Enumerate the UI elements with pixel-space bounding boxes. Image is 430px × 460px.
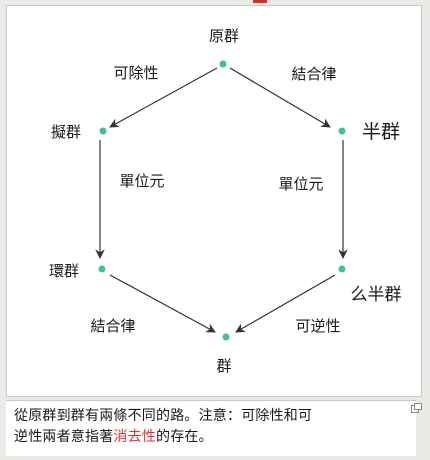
edge-label-associativity-top: 結合律: [291, 65, 336, 83]
arrow-loop-to-group: [109, 274, 216, 333]
node-dot-group: [222, 333, 230, 341]
caption-line-1: 從原群到群有兩條不同的路。注意：可除性和可: [14, 408, 313, 424]
node-label-quasigroup: 擬群: [51, 123, 81, 141]
node-label-monoid: 么半群: [351, 285, 402, 305]
edge-label-identity-left: 單位元: [119, 172, 164, 190]
expand-icon[interactable]: [411, 403, 422, 413]
node-dot-loop: [98, 265, 106, 273]
node-dot-original: [219, 60, 227, 68]
caption-text-after: 的存在。: [156, 429, 213, 445]
node-label-original: 原群: [209, 27, 239, 45]
edge-label-invertibility: 可逆性: [295, 317, 340, 335]
caption-line-2: 逆性兩者意指著消去性的存在。: [14, 427, 408, 448]
caption-highlight-cancellativity: 消去性: [113, 429, 157, 445]
edge-label-cancellation: 可除性: [113, 64, 158, 82]
top-accent-bar: [253, 0, 267, 3]
node-dot-monoid: [338, 265, 346, 273]
arrow-original-to-semigroup: [229, 67, 331, 128]
node-label-loop: 環群: [49, 262, 79, 280]
arrow-original-to-quasigroup: [109, 67, 218, 128]
group-hierarchy-diagram: 原群 擬群 半群 環群 么半群 群 可除性 結合律 單位元 單位元 結合律 可逆…: [49, 27, 402, 375]
node-label-group: 群: [216, 357, 231, 375]
edge-label-identity-right: 單位元: [278, 175, 323, 193]
caption-text-before: 逆性兩者意指著: [14, 429, 114, 445]
node-label-semigroup: 半群: [362, 121, 400, 143]
arrow-monoid-to-group: [235, 274, 336, 333]
diagram-caption: 從原群到群有兩條不同的路。注意：可除性和可 逆性兩者意指著消去性的存在。: [6, 400, 416, 456]
edge-label-associativity-bottom: 結合律: [90, 317, 135, 335]
node-dot-quasigroup: [99, 127, 107, 135]
node-dot-semigroup: [338, 127, 346, 135]
